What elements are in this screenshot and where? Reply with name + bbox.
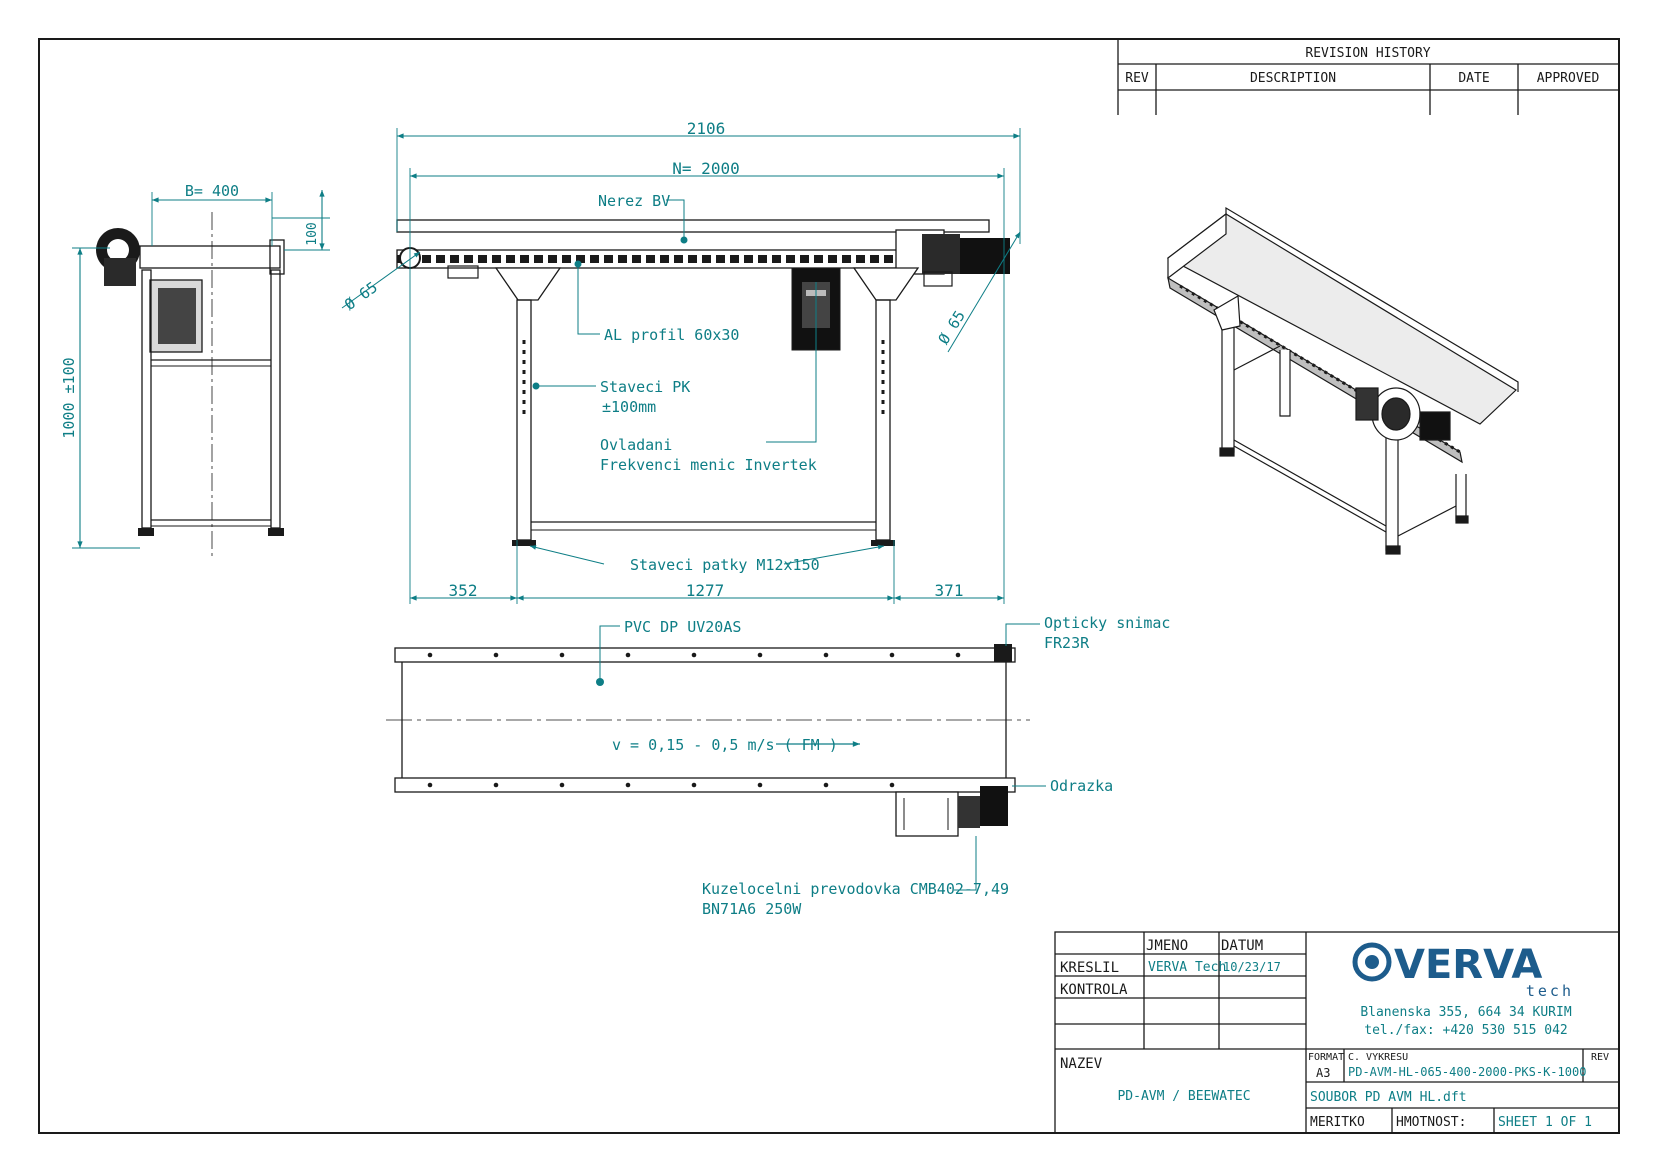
dim-height-100: 100 (305, 222, 320, 245)
dim-width: B= 400 (185, 182, 239, 200)
dim-overall: 2106 (687, 119, 726, 138)
revision-title: REVISION HISTORY (1305, 46, 1430, 61)
note-opticky-model: FR23R (1044, 634, 1090, 652)
side-dimensions (72, 190, 330, 549)
note-gearbox: Kuzelocelni prevodovka CMB402-7,49 (702, 880, 1009, 898)
revision-table (1117, 39, 1619, 115)
dim-leg-span: 1277 (686, 581, 725, 600)
tb-kreslil-name: VERVA Tech (1148, 960, 1226, 975)
tb-col-jmeno: JMENO (1146, 938, 1188, 954)
tb-hmotnost: HMOTNOST: (1396, 1115, 1466, 1130)
tb-format-value: A3 (1316, 1066, 1330, 1080)
note-ovladani: Ovladani (600, 436, 672, 454)
verva-logo: VERVA tech (1352, 942, 1574, 1000)
note-pvc: PVC DP UV20AS (624, 618, 741, 636)
front-view (396, 219, 1010, 546)
note-staveci-pk: Staveci PK (600, 378, 690, 396)
revision-col-approved: APPROVED (1537, 71, 1600, 86)
note-al-profil: AL profil 60x30 (604, 326, 739, 344)
note-speed: v = 0,15 - 0,5 m/s ( FM ) (612, 736, 838, 754)
tb-meritko: MERITKO (1310, 1115, 1365, 1130)
svg-text:tech: tech (1526, 982, 1574, 1000)
tb-soubor: SOUBOR PD AVM HL.dft (1310, 1090, 1467, 1105)
tb-address: Blanenska 355, 664 34 KURIM (1360, 1005, 1571, 1020)
tb-phone: tel./fax: +420 530 515 042 (1364, 1023, 1568, 1038)
isometric-view (1166, 206, 1519, 555)
top-leaders (596, 623, 1046, 891)
tb-cvykresu-value: PD-AVM-HL-065-400-2000-PKS-K-1000 (1348, 1065, 1586, 1079)
tb-kreslil-date: 10/23/17 (1223, 960, 1281, 974)
note-staveci-pk-range: ±100mm (602, 398, 656, 416)
top-dots (427, 652, 961, 788)
tb-nazev-label: NAZEV (1060, 1056, 1103, 1072)
note-odrazka: Odrazka (1050, 777, 1113, 795)
note-frekvenci-menic: Frekvenci menic Invertek (600, 456, 817, 474)
tb-format-label: FORMAT (1308, 1052, 1344, 1063)
dim-right-overhang: 371 (935, 581, 964, 600)
tb-nazev-value: PD-AVM / BEEWATEC (1117, 1089, 1250, 1104)
title-block-grid (1054, 931, 1620, 1134)
note-patky: Staveci patky M12x150 (630, 556, 820, 574)
note-opticky: Opticky snimac (1044, 614, 1170, 632)
revision-col-description: DESCRIPTION (1250, 71, 1336, 86)
tb-row-kontrola: KONTROLA (1060, 982, 1128, 998)
tb-rev-label: REV (1591, 1052, 1609, 1063)
dim-pulley-right: Ø 65 (935, 307, 969, 347)
sheet-border (38, 38, 1620, 1134)
dim-pulley-left: Ø 65 (341, 278, 381, 314)
svg-text:VERVA: VERVA (1394, 942, 1542, 988)
tb-sheet: SHEET 1 OF 1 (1498, 1115, 1592, 1130)
tb-row-kreslil: KRESLIL (1060, 960, 1119, 976)
top-view (386, 644, 1030, 837)
note-gearbox-motor: BN71A6 250W (702, 900, 802, 918)
side-view (96, 212, 285, 560)
tb-col-datum: DATUM (1221, 938, 1263, 954)
tb-cvykresu-label: C. VYKRESU (1348, 1052, 1408, 1063)
dim-left-overhang: 352 (449, 581, 478, 600)
note-nerez: Nerez BV (598, 192, 670, 210)
revision-col-rev: REV (1125, 71, 1149, 86)
dim-nominal: N= 2000 (672, 159, 739, 178)
front-dimensions (341, 128, 1021, 604)
dim-height: 1000 ±100 (60, 357, 78, 438)
revision-col-date: DATE (1458, 71, 1489, 86)
